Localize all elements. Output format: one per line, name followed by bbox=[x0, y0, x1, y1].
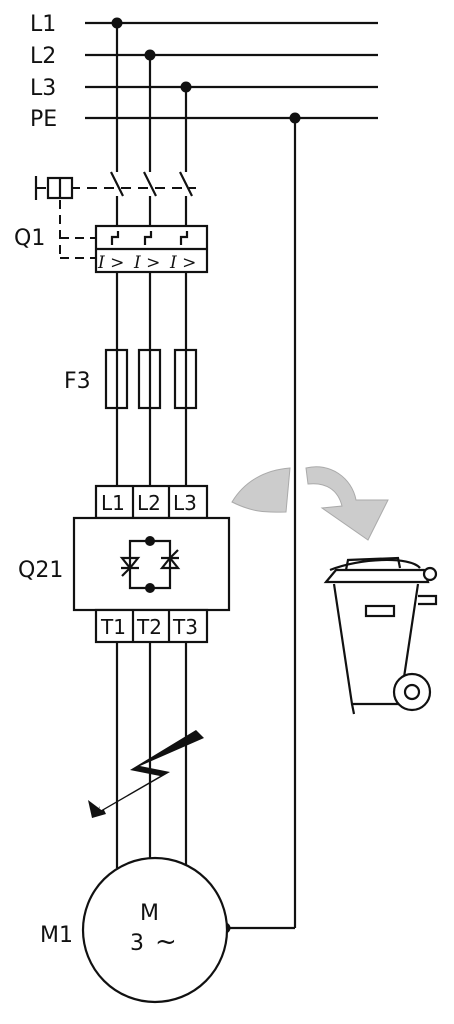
fuse-icon: F3 bbox=[64, 348, 198, 410]
lightning-icon bbox=[88, 730, 204, 818]
recycle-bin-icon bbox=[323, 556, 438, 715]
q21-out-t3: T3 bbox=[172, 615, 198, 639]
bus-lines: L1 L2 L3 PE bbox=[30, 12, 378, 132]
circuit-breaker-icon: I > I > I > Q1 bbox=[14, 171, 209, 274]
m1-ac: ~ bbox=[155, 927, 177, 957]
q1-trip-label: I > bbox=[133, 253, 160, 273]
bus-l3-label: L3 bbox=[30, 76, 56, 101]
motor-icon: M 3 ~ M1 bbox=[40, 856, 229, 1004]
bus-l1-label: L1 bbox=[30, 12, 56, 37]
q1-label: Q1 bbox=[14, 226, 45, 251]
curved-arrow-icon bbox=[231, 466, 389, 541]
q21-in-l2: L2 bbox=[137, 491, 161, 515]
motor-circle bbox=[81, 856, 229, 1004]
phase-wires bbox=[115, 23, 188, 868]
m1-name: M bbox=[140, 901, 159, 926]
q21-in-l1: L1 bbox=[101, 491, 125, 515]
m1-phase: 3 bbox=[130, 931, 144, 956]
bus-l2-label: L2 bbox=[30, 44, 56, 69]
q21-out-t2: T2 bbox=[136, 615, 162, 639]
q1-trip-label: I > bbox=[97, 253, 124, 273]
m1-label: M1 bbox=[40, 923, 73, 948]
soft-starter-icon: L1 L2 L3 Q21 T1 T2 T3 bbox=[18, 484, 231, 644]
q21-in-l3: L3 bbox=[173, 491, 197, 515]
pe-conductor bbox=[219, 118, 297, 934]
q21-out-t1: T1 bbox=[100, 615, 126, 639]
f3-label: F3 bbox=[64, 369, 91, 394]
q1-trip-label: I > bbox=[169, 253, 196, 273]
q21-label: Q21 bbox=[18, 558, 63, 583]
bus-pe-label: PE bbox=[30, 107, 57, 132]
